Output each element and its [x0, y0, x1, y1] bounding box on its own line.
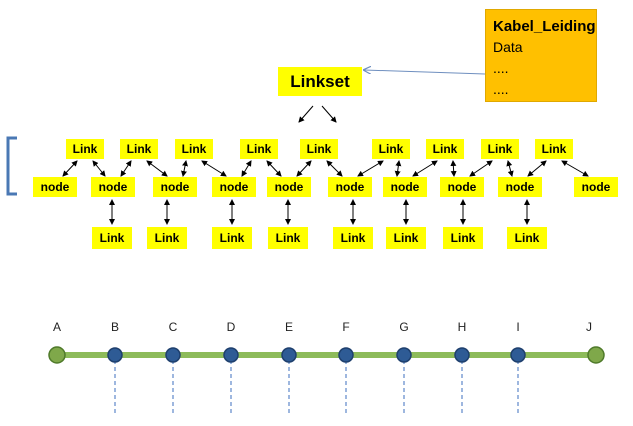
chain-arrow-right-9 — [561, 160, 589, 177]
top-link-6: Link — [372, 139, 410, 159]
chain-arrow-right-7 — [450, 160, 457, 177]
station-marker-i — [510, 347, 526, 363]
station-marker-j — [587, 346, 605, 364]
station-marker-a — [48, 346, 66, 364]
chain-arrow-left-5 — [296, 160, 312, 177]
chain-arrow-right-8 — [506, 160, 514, 177]
station-label-g: G — [399, 320, 409, 334]
bottom-link-arrows — [109, 199, 530, 225]
node-1: node — [33, 177, 77, 197]
entity-line-dots-1: .... — [493, 60, 509, 76]
node-2: node — [91, 177, 135, 197]
left-bracket — [6, 136, 17, 196]
node-3: node — [153, 177, 197, 197]
chain-arrow-right-5 — [326, 160, 343, 177]
top-link-3: Link — [175, 139, 213, 159]
station-label-b: B — [110, 320, 119, 334]
linkset-box: Linkset — [278, 67, 362, 96]
entity-line-data: Data — [493, 39, 523, 55]
bottom-link-3: Link — [212, 227, 252, 249]
bottom-link-5: Link — [333, 227, 373, 249]
station-label-d: D — [226, 320, 236, 334]
chain-arrow-left-8 — [469, 160, 493, 177]
node-6: node — [328, 177, 372, 197]
chain-arrow-left-3 — [181, 160, 188, 177]
bottom-link-4: Link — [268, 227, 308, 249]
bottom-link-2: Link — [147, 227, 187, 249]
station-marker-g — [396, 347, 412, 363]
chain-arrow-left-2 — [120, 160, 132, 177]
chain-arrow-left-6 — [357, 160, 384, 177]
node-7: node — [383, 177, 427, 197]
top-link-4: Link — [240, 139, 278, 159]
station-label-c: C — [168, 320, 178, 334]
station-label-f: F — [342, 320, 350, 334]
chain-arrow-left-9 — [527, 160, 547, 177]
top-link-8: Link — [481, 139, 519, 159]
station-marker-e — [281, 347, 297, 363]
top-link-1: Link — [66, 139, 104, 159]
station-label-e: E — [284, 320, 293, 334]
station-label-h: H — [457, 320, 467, 334]
node-9: node — [498, 177, 542, 197]
station-label-a: A — [52, 320, 61, 334]
entity-title: Kabel_Leiding — [493, 18, 596, 35]
entity-linkset-connector — [364, 70, 486, 75]
bottom-link-6: Link — [386, 227, 426, 249]
chain-arrow-right-6 — [394, 160, 402, 177]
chain-arrows — [62, 160, 589, 177]
linkset-arrow-left — [298, 105, 314, 123]
station-label-i: I — [516, 320, 520, 334]
station-marker-b — [107, 347, 123, 363]
station-markers — [48, 346, 605, 364]
top-link-5: Link — [300, 139, 338, 159]
node-10: node — [574, 177, 618, 197]
linkset-arrow-right — [321, 105, 337, 123]
node-8: node — [440, 177, 484, 197]
chain-arrow-right-1 — [92, 160, 106, 177]
chain-arrow-left-1 — [62, 160, 78, 177]
station-dashes — [114, 360, 519, 414]
entity-line-dots-2: .... — [493, 81, 509, 97]
bottom-link-8: Link — [507, 227, 547, 249]
station-marker-c — [165, 347, 181, 363]
bottom-link-7: Link — [443, 227, 483, 249]
chain-arrow-right-3 — [201, 160, 227, 177]
bottom-link-1: Link — [92, 227, 132, 249]
top-link-9: Link — [535, 139, 573, 159]
chain-arrow-left-4 — [241, 160, 252, 177]
top-link-2: Link — [120, 139, 158, 159]
chain-arrow-right-2 — [146, 160, 168, 177]
node-5: node — [267, 177, 311, 197]
node-4: node — [212, 177, 256, 197]
station-marker-f — [338, 347, 354, 363]
kabel-leiding-entity: Kabel_Leiding Data .... .... — [485, 9, 597, 102]
chain-arrow-left-7 — [412, 160, 438, 177]
chain-arrow-right-4 — [266, 160, 282, 177]
station-label-j: J — [586, 320, 592, 334]
top-link-7: Link — [426, 139, 464, 159]
station-marker-d — [223, 347, 239, 363]
station-marker-h — [454, 347, 470, 363]
